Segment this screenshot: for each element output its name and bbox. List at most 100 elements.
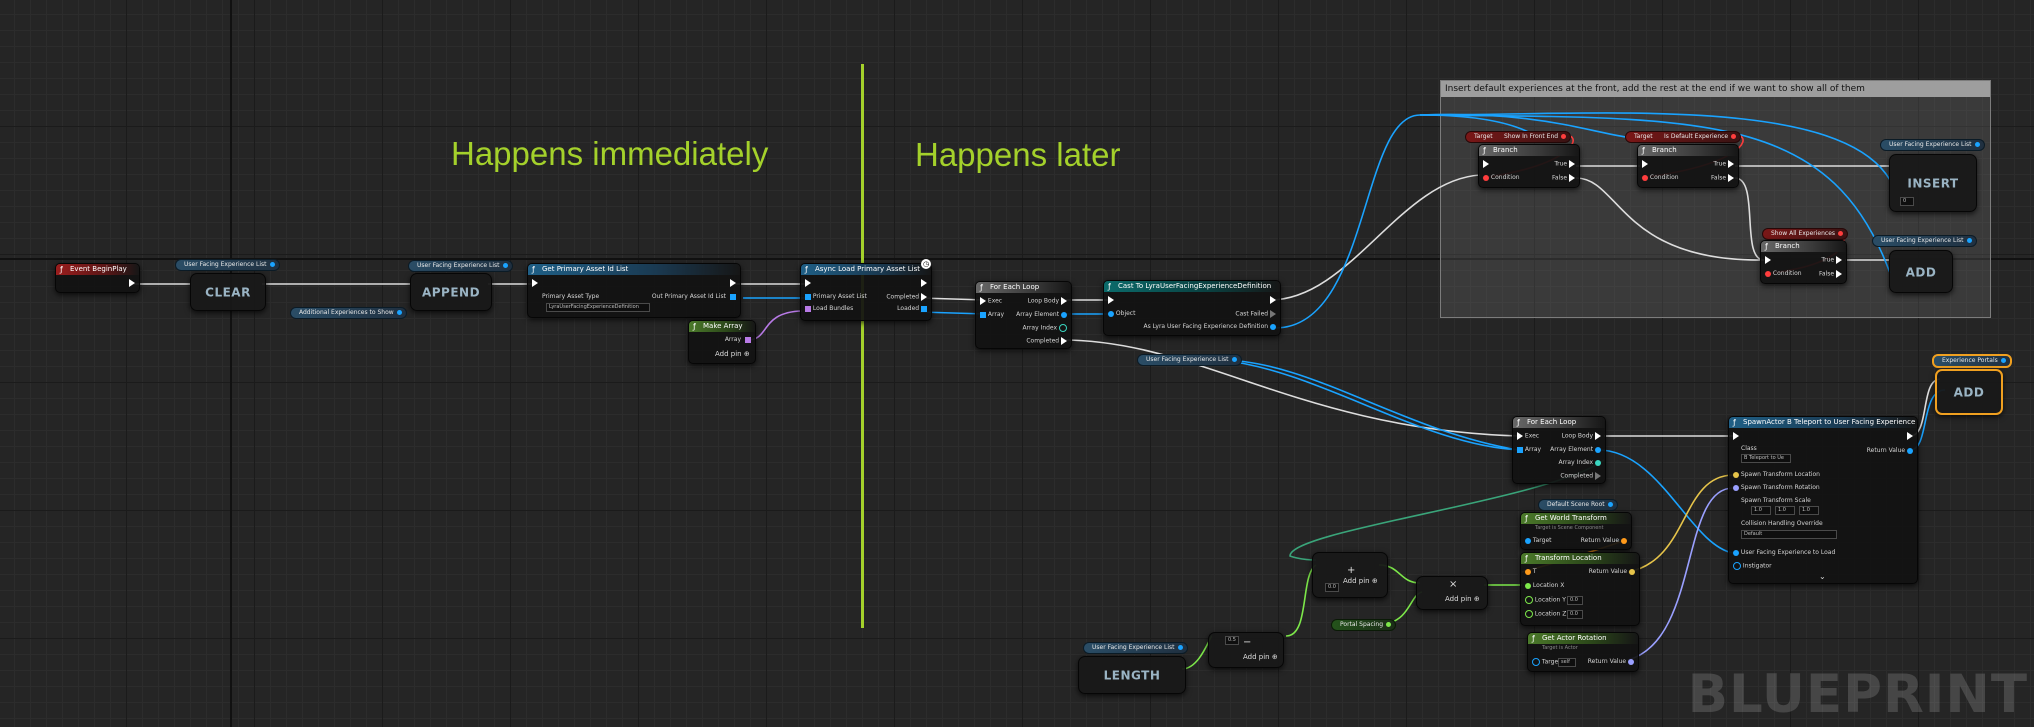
location-z-field[interactable]: 0.0 bbox=[1567, 610, 1583, 619]
get-world-transform-node[interactable]: Get World Transform Target is Scene Comp… bbox=[1520, 512, 1632, 550]
get-is-default-experience-node[interactable]: Target Is Default Experience bbox=[1625, 131, 1742, 143]
primary-asset-list-pin[interactable]: Primary Asset List bbox=[805, 293, 867, 301]
branch-node[interactable]: Branch Condition True False bbox=[1760, 240, 1847, 284]
get-actor-rotation-node[interactable]: Get Actor Rotation Target is Actor Targe… bbox=[1527, 632, 1639, 672]
insert-node[interactable]: INSERT 0 bbox=[1889, 154, 1977, 212]
event-begin-play-node[interactable]: Event BeginPlay bbox=[55, 263, 140, 293]
for-each-loop-node[interactable]: For Each Loop Exec Array Loop Body Array… bbox=[1512, 416, 1606, 484]
return-value-pin[interactable]: Return Value bbox=[1867, 447, 1913, 455]
add-pin-button[interactable]: Add pin ⊕ bbox=[1243, 653, 1278, 661]
comment-title[interactable]: Insert default experiences at the front,… bbox=[1441, 81, 1990, 97]
scale-x-field[interactable]: 1.0 bbox=[1751, 506, 1771, 515]
exec-out-pin[interactable] bbox=[921, 279, 927, 288]
condition-pin[interactable]: Condition bbox=[1642, 174, 1679, 182]
array-element-pin[interactable]: Array Element bbox=[1550, 446, 1601, 454]
length-node[interactable]: LENGTH bbox=[1078, 656, 1186, 694]
cast-failed-pin[interactable]: Cast Failed bbox=[1235, 310, 1276, 319]
variable-portal-spacing[interactable]: Portal Spacing bbox=[1331, 619, 1397, 631]
exec-out-pin[interactable] bbox=[1907, 432, 1913, 441]
target-self-field[interactable]: self bbox=[1558, 658, 1576, 667]
add-array-node[interactable]: ADD bbox=[1935, 369, 2003, 415]
get-primary-asset-id-list-node[interactable]: Get Primary Asset Id List Primary Asset … bbox=[527, 263, 741, 318]
return-value-pin[interactable]: Return Value bbox=[1589, 568, 1635, 576]
target-pin[interactable]: Target bbox=[1525, 537, 1551, 545]
add-pin-button[interactable]: Add pin ⊕ bbox=[1445, 595, 1480, 603]
object-pin[interactable]: Object bbox=[1108, 310, 1135, 318]
variable-user-facing-experience-list[interactable]: User Facing Experience List bbox=[1872, 235, 1977, 247]
exec-in-pin[interactable] bbox=[1765, 256, 1771, 265]
make-array-node[interactable]: Make Array Array Add pin ⊕ bbox=[688, 320, 756, 364]
variable-default-scene-root[interactable]: Default Scene Root bbox=[1538, 499, 1618, 511]
location-x-pin[interactable]: Location X bbox=[1525, 582, 1564, 590]
instigator-pin[interactable]: Instigator bbox=[1733, 562, 1772, 571]
add-pin-button[interactable]: Add pin ⊕ bbox=[715, 350, 750, 358]
exec-in-pin[interactable] bbox=[532, 279, 538, 288]
false-pin[interactable]: False bbox=[1711, 174, 1734, 183]
exec-in-pin[interactable] bbox=[1108, 296, 1114, 305]
multiply-node[interactable]: × Add pin ⊕ bbox=[1416, 576, 1488, 610]
array-out-pin[interactable] bbox=[730, 294, 736, 300]
completed-pin[interactable]: Completed bbox=[886, 293, 927, 302]
primary-asset-type-dropdown[interactable]: LyraUserFacingExperienceDefinition bbox=[546, 303, 650, 312]
branch-node[interactable]: Branch Condition True False bbox=[1478, 144, 1580, 188]
true-pin[interactable]: True bbox=[1713, 160, 1734, 169]
return-value-pin[interactable]: Return Value bbox=[1581, 537, 1627, 545]
true-pin[interactable]: True bbox=[1821, 256, 1842, 265]
spawn-transform-location-pin[interactable]: Spawn Transform Location bbox=[1733, 471, 1820, 479]
completed-pin[interactable]: Completed bbox=[1026, 337, 1067, 346]
location-y-field[interactable]: 0.0 bbox=[1567, 596, 1583, 605]
target-pin[interactable]: Target bbox=[1532, 658, 1560, 667]
exec-out-pin[interactable] bbox=[129, 279, 135, 288]
clear-node[interactable]: CLEAR bbox=[190, 273, 266, 311]
add-array-node[interactable]: ADD bbox=[1889, 250, 1953, 293]
exec-out-pin[interactable] bbox=[730, 279, 736, 288]
spawn-actor-node[interactable]: SpawnActor B Teleport to User Facing Exp… bbox=[1728, 416, 1918, 584]
completed-pin[interactable]: Completed bbox=[1560, 472, 1601, 481]
for-each-loop-node[interactable]: For Each Loop Exec Array Loop Body Array… bbox=[975, 281, 1072, 349]
array-in-pin[interactable]: Array bbox=[1517, 446, 1541, 454]
location-z-pin[interactable]: Location Z bbox=[1525, 610, 1566, 619]
exec-in-pin[interactable]: Exec bbox=[1517, 432, 1539, 441]
collision-handling-dropdown[interactable]: Default bbox=[1741, 530, 1837, 539]
array-index-pin[interactable]: Array Index bbox=[1022, 324, 1067, 333]
variable-user-facing-experience-list[interactable]: User Facing Experience List bbox=[408, 260, 513, 272]
loaded-pin[interactable]: Loaded bbox=[897, 305, 927, 313]
variable-additional-experiences[interactable]: Additional Experiences to Show bbox=[290, 307, 407, 319]
location-y-pin[interactable]: Location Y bbox=[1525, 596, 1566, 605]
expand-chevron-icon[interactable]: ⌄ bbox=[1819, 572, 1826, 581]
scale-y-field[interactable]: 1.0 bbox=[1775, 506, 1795, 515]
loop-body-pin[interactable]: Loop Body bbox=[1562, 432, 1601, 441]
insert-index-field[interactable]: 0 bbox=[1900, 197, 1914, 206]
add-float-node[interactable]: + 0.0 Add pin ⊕ bbox=[1312, 552, 1388, 598]
scale-z-field[interactable]: 1.0 bbox=[1799, 506, 1819, 515]
variable-experience-portals[interactable]: Experience Portals bbox=[1932, 354, 2012, 368]
append-node[interactable]: APPEND bbox=[410, 273, 492, 311]
array-index-pin[interactable]: Array Index bbox=[1558, 459, 1601, 467]
array-out-pin[interactable] bbox=[745, 337, 751, 343]
get-show-in-front-end-node[interactable]: Target Show In Front End bbox=[1465, 131, 1572, 143]
false-pin[interactable]: False bbox=[1552, 174, 1575, 183]
cast-to-experience-definition-node[interactable]: Cast To LyraUserFacingExperienceDefiniti… bbox=[1103, 280, 1281, 336]
exec-in-pin[interactable] bbox=[1483, 160, 1489, 169]
comment-happens-later[interactable]: Happens later bbox=[915, 136, 1121, 173]
subtract-node[interactable]: 0.5 − Add pin ⊕ bbox=[1208, 632, 1284, 668]
exec-out-pin[interactable] bbox=[1270, 296, 1276, 305]
exec-in-pin[interactable] bbox=[805, 279, 811, 288]
variable-show-all-experiences[interactable]: Show All Experiences bbox=[1762, 228, 1849, 240]
array-in-pin[interactable]: Array bbox=[980, 311, 1004, 319]
t-pin[interactable]: T bbox=[1525, 568, 1537, 576]
class-dropdown[interactable]: B Teleport to Ue bbox=[1741, 454, 1791, 463]
branch-node[interactable]: Branch Condition True False bbox=[1637, 144, 1739, 188]
variable-user-facing-experience-list[interactable]: User Facing Experience List bbox=[1880, 139, 1985, 151]
condition-pin[interactable]: Condition bbox=[1483, 174, 1520, 182]
exec-in-pin[interactable] bbox=[1642, 160, 1648, 169]
transform-location-node[interactable]: Transform Location T Return Value Locati… bbox=[1520, 552, 1640, 626]
loop-body-pin[interactable]: Loop Body bbox=[1028, 297, 1067, 306]
variable-user-facing-experience-list[interactable]: User Facing Experience List bbox=[1083, 642, 1188, 654]
false-pin[interactable]: False bbox=[1819, 270, 1842, 279]
comment-happens-immediately[interactable]: Happens immediately bbox=[451, 135, 769, 172]
as-experience-definition-pin[interactable]: As Lyra User Facing Experience Definitio… bbox=[1143, 323, 1276, 331]
subtract-value-field[interactable]: 0.5 bbox=[1225, 636, 1239, 645]
true-pin[interactable]: True bbox=[1554, 160, 1575, 169]
add-pin-button[interactable]: Add pin ⊕ bbox=[1343, 577, 1378, 585]
